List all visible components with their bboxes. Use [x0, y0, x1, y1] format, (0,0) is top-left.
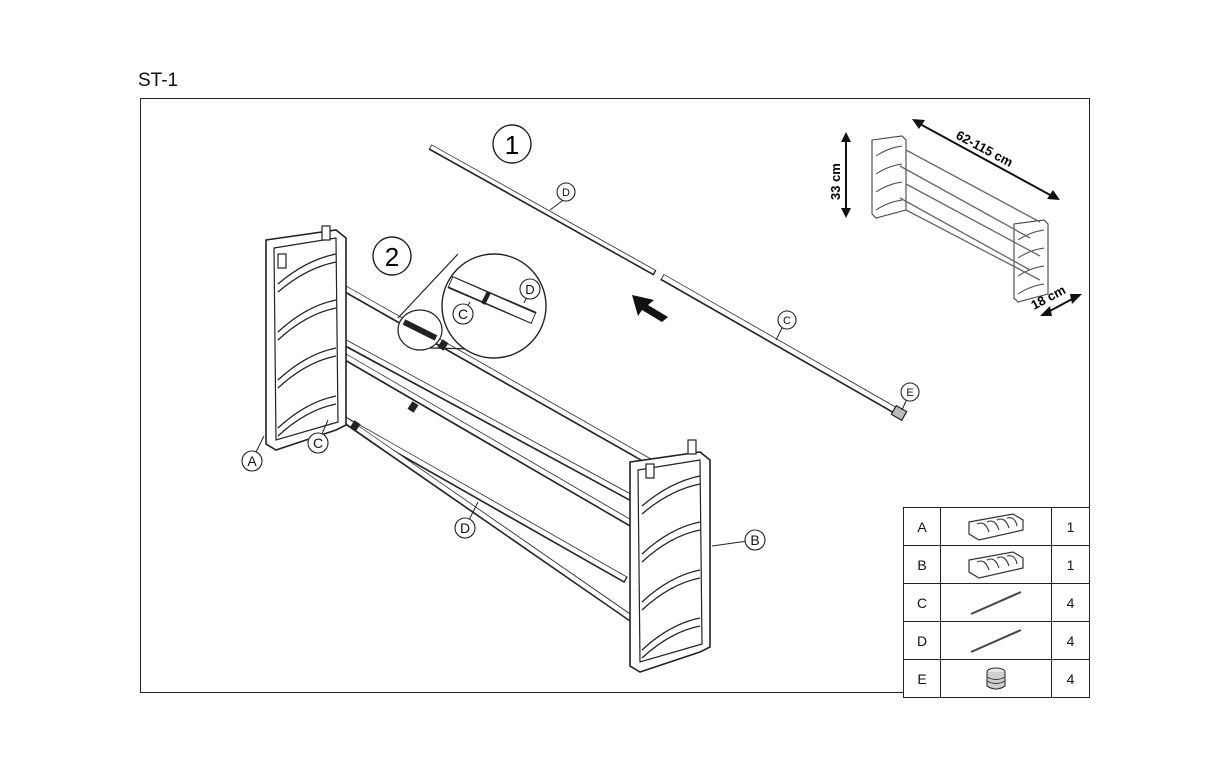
detail-magnifier: [397, 253, 547, 359]
diagram-frame: [140, 98, 1090, 693]
table-row: C 4: [903, 583, 1090, 622]
callout-panel-b: B: [750, 532, 759, 548]
callout-d-top: D: [562, 187, 570, 199]
end-cap-icon: [940, 659, 1052, 698]
dim-height-label: 33 cm: [828, 163, 843, 200]
callout-detail-c: C: [458, 306, 468, 322]
step-1-label: 1: [505, 130, 519, 160]
table-row: D 4: [903, 621, 1090, 660]
model-title: ST-1: [138, 70, 179, 91]
callout-c-left: C: [313, 435, 323, 451]
callout-detail-d: D: [525, 282, 534, 297]
part-qty: 4: [1051, 621, 1090, 660]
callout-e: E: [906, 387, 913, 399]
side-panel-b: [629, 451, 711, 673]
rod-icon: [940, 583, 1052, 622]
part-key: E: [903, 659, 941, 698]
callout-d-bottom: D: [460, 520, 470, 536]
part-key: A: [903, 507, 941, 546]
part-key: C: [903, 583, 941, 622]
part-qty: 1: [1051, 545, 1090, 584]
part-qty: 4: [1051, 583, 1090, 622]
exploded-rod-c: [660, 273, 900, 416]
part-key: B: [903, 545, 941, 584]
rod-icon: [940, 621, 1052, 660]
table-row: E 4: [903, 659, 1090, 698]
table-row: A 1: [903, 507, 1090, 546]
direction-arrow: [632, 295, 668, 322]
end-cap-e: [890, 404, 908, 422]
side-panel-icon: [940, 545, 1052, 584]
dimension-inset: 33 cm 62-115 cm 18 cm: [828, 119, 1082, 316]
part-key: D: [903, 621, 941, 660]
side-panel-icon: [940, 507, 1052, 546]
part-qty: 1: [1051, 507, 1090, 546]
step-2-label: 2: [385, 242, 399, 272]
part-qty: 4: [1051, 659, 1090, 698]
dim-length-label: 62-115 cm: [954, 127, 1016, 169]
callout-c-top: C: [783, 315, 791, 327]
table-row: B 1: [903, 545, 1090, 584]
callout-panel-a: A: [247, 453, 257, 469]
exploded-rod-d: [428, 144, 657, 276]
parts-table: A 1 B 1 C 4 D: [903, 507, 1090, 698]
